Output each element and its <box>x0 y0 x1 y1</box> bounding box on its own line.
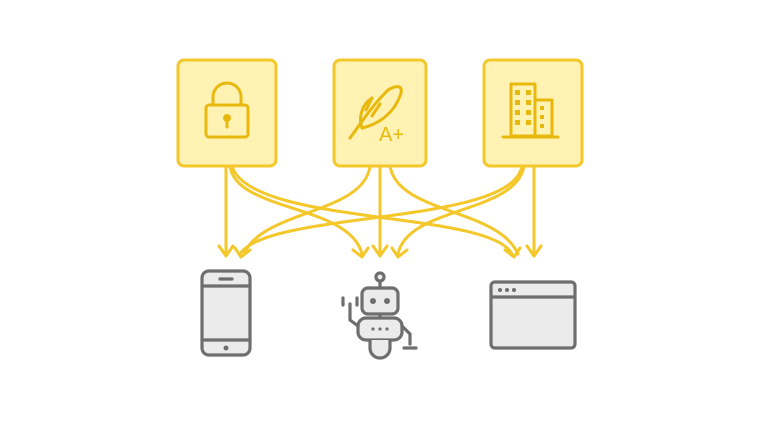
source-box-security <box>176 58 278 168</box>
arrowhead <box>503 246 522 259</box>
arrowhead <box>351 246 370 259</box>
arrow-organization-to-mobile <box>238 164 524 256</box>
source-organization <box>482 58 584 168</box>
arrowhead <box>371 244 389 258</box>
source-box-quality <box>332 58 428 168</box>
browser-window-icon <box>489 280 577 350</box>
target-robot <box>341 271 418 360</box>
robot-icon <box>341 271 418 360</box>
lock-icon <box>204 81 250 139</box>
smartphone-icon <box>200 269 252 357</box>
target-mobile <box>200 269 252 357</box>
connections <box>224 164 536 256</box>
feather-grade-icon: A+ <box>348 85 404 146</box>
arrow-security-to-browser <box>230 164 514 256</box>
arrowhead <box>525 244 543 258</box>
arrowheads <box>217 244 543 259</box>
arrow-quality-to-browser <box>388 164 520 256</box>
arrow-security-to-robot <box>228 164 364 256</box>
source-box-organization <box>482 58 584 168</box>
target-browser <box>489 280 577 350</box>
arrowhead <box>217 244 235 258</box>
office-building-icon <box>501 82 560 139</box>
arrow-quality-to-mobile <box>242 164 372 256</box>
source-security <box>176 58 278 168</box>
arrowhead <box>233 246 252 259</box>
arrowhead <box>390 246 409 259</box>
grade-badge: A+ <box>379 124 404 146</box>
arrow-organization-to-robot <box>396 164 526 256</box>
source-quality: A+ <box>332 58 428 168</box>
